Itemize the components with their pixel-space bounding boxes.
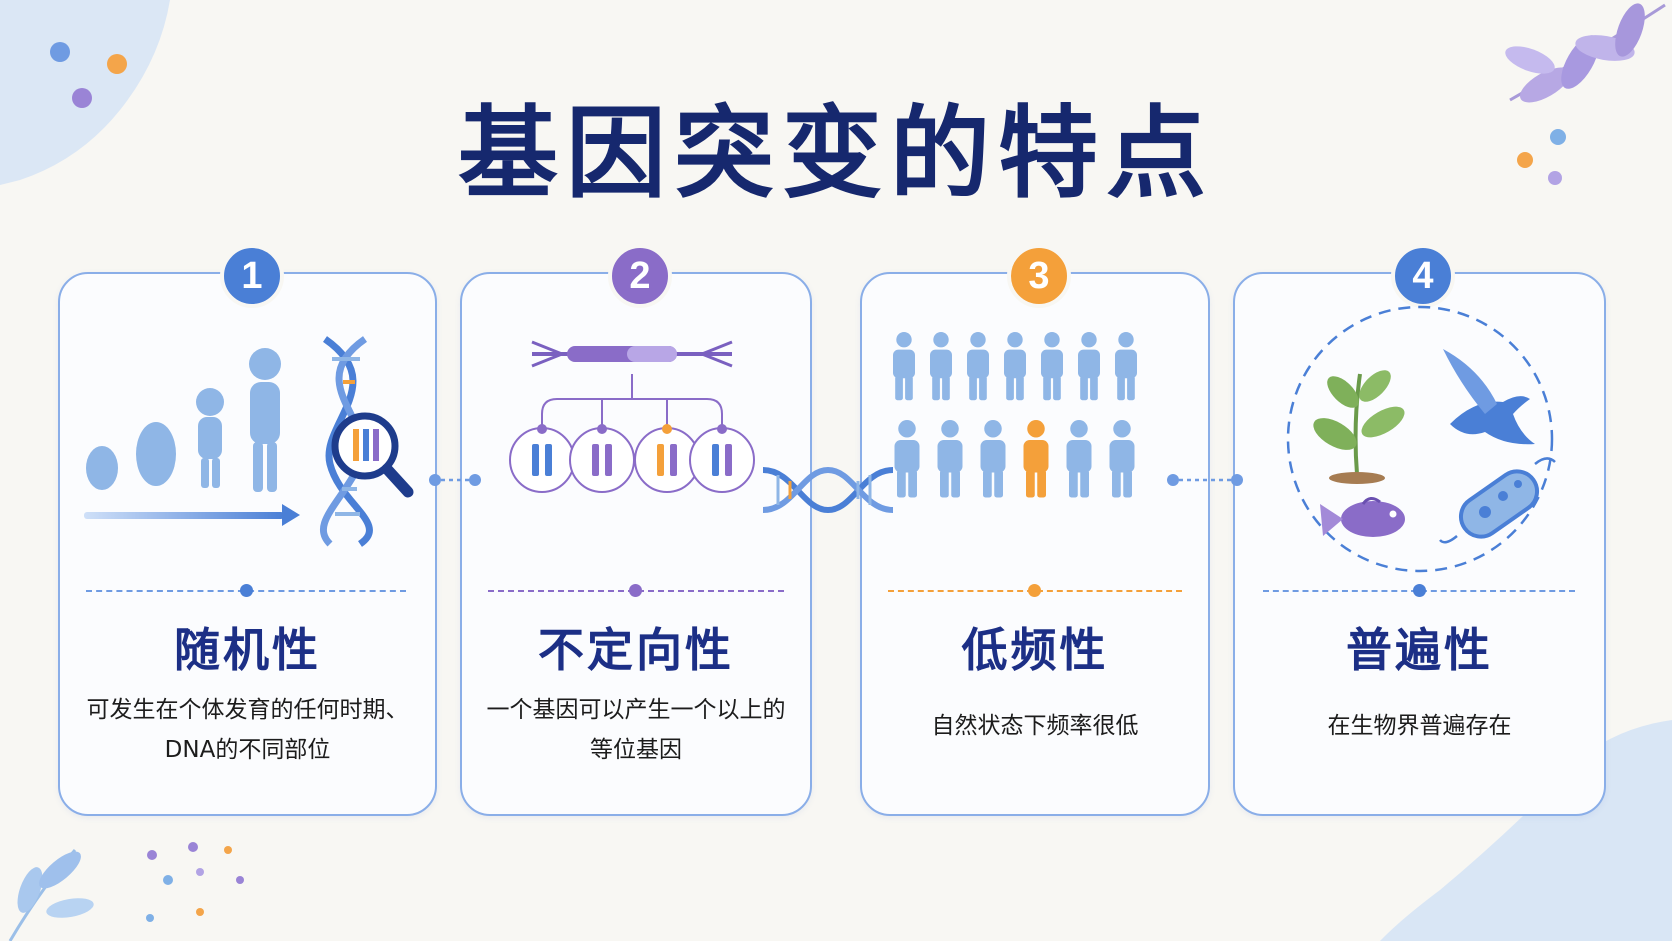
card-heading: 普遍性 bbox=[1346, 623, 1493, 677]
card-description-line: 等位基因 bbox=[590, 737, 682, 763]
dna-connector-2-3 bbox=[762, 466, 894, 514]
watercolor-top-left bbox=[0, 0, 170, 185]
connector-1-2 bbox=[429, 474, 481, 486]
chromosome-alleles-illustration bbox=[509, 340, 755, 493]
person-icon bbox=[1115, 332, 1137, 401]
organisms-illustration bbox=[1286, 305, 1556, 573]
person-icon bbox=[937, 420, 963, 498]
bird-icon bbox=[1443, 349, 1535, 445]
leaf-branch-bottom-left bbox=[8, 842, 244, 941]
divider-dot bbox=[1413, 584, 1426, 597]
card-description-line: 一个基因可以产生一个以上的 bbox=[486, 697, 786, 723]
leaf-branch-top-right bbox=[1505, 3, 1666, 185]
page-title: 基因突变的特点 bbox=[458, 94, 1214, 212]
person-icon bbox=[893, 332, 915, 401]
growth-and-dna-illustration bbox=[84, 336, 414, 547]
card-description-line: 在生物界普遍存在 bbox=[1327, 713, 1512, 739]
card-description-line: 自然状态下频率很低 bbox=[931, 713, 1139, 739]
divider-dot bbox=[629, 584, 642, 597]
plant-icon bbox=[1313, 370, 1405, 484]
population-illustration bbox=[893, 332, 1137, 498]
card-number-badge: 3 bbox=[1007, 244, 1071, 308]
person-icon bbox=[1066, 420, 1092, 498]
bacterium-icon bbox=[1439, 457, 1556, 544]
card-number-badge: 2 bbox=[608, 244, 672, 308]
card-universality: 4 bbox=[1233, 244, 1606, 816]
person-icon bbox=[980, 420, 1006, 498]
card-description-line: DNA的不同部位 bbox=[164, 737, 331, 763]
card-low-frequency: 3 低频性 自然状态下频率很低 bbox=[860, 244, 1210, 816]
person-icon bbox=[1023, 420, 1049, 498]
person-icon bbox=[1041, 332, 1063, 401]
card-heading: 随机性 bbox=[174, 623, 321, 677]
card-heading: 低频性 bbox=[961, 623, 1109, 677]
card-heading: 不定向性 bbox=[538, 623, 734, 677]
card-non-directionality: 2 bbox=[460, 244, 812, 816]
card-number-badge: 4 bbox=[1391, 244, 1455, 308]
divider-dot bbox=[1028, 584, 1041, 597]
fish-icon bbox=[1320, 497, 1405, 537]
card-description-line: 可发生在个体发育的任何时期、 bbox=[86, 697, 409, 723]
card-number-badge: 1 bbox=[220, 244, 284, 308]
person-icon bbox=[1109, 420, 1135, 498]
card-randomness: 1 bbox=[58, 244, 437, 816]
person-icon bbox=[967, 332, 989, 401]
divider-dot bbox=[240, 584, 253, 597]
person-icon bbox=[894, 420, 920, 498]
connector-3-4 bbox=[1167, 474, 1243, 486]
person-icon bbox=[1078, 332, 1100, 401]
person-icon bbox=[930, 332, 952, 401]
person-icon bbox=[1004, 332, 1026, 401]
